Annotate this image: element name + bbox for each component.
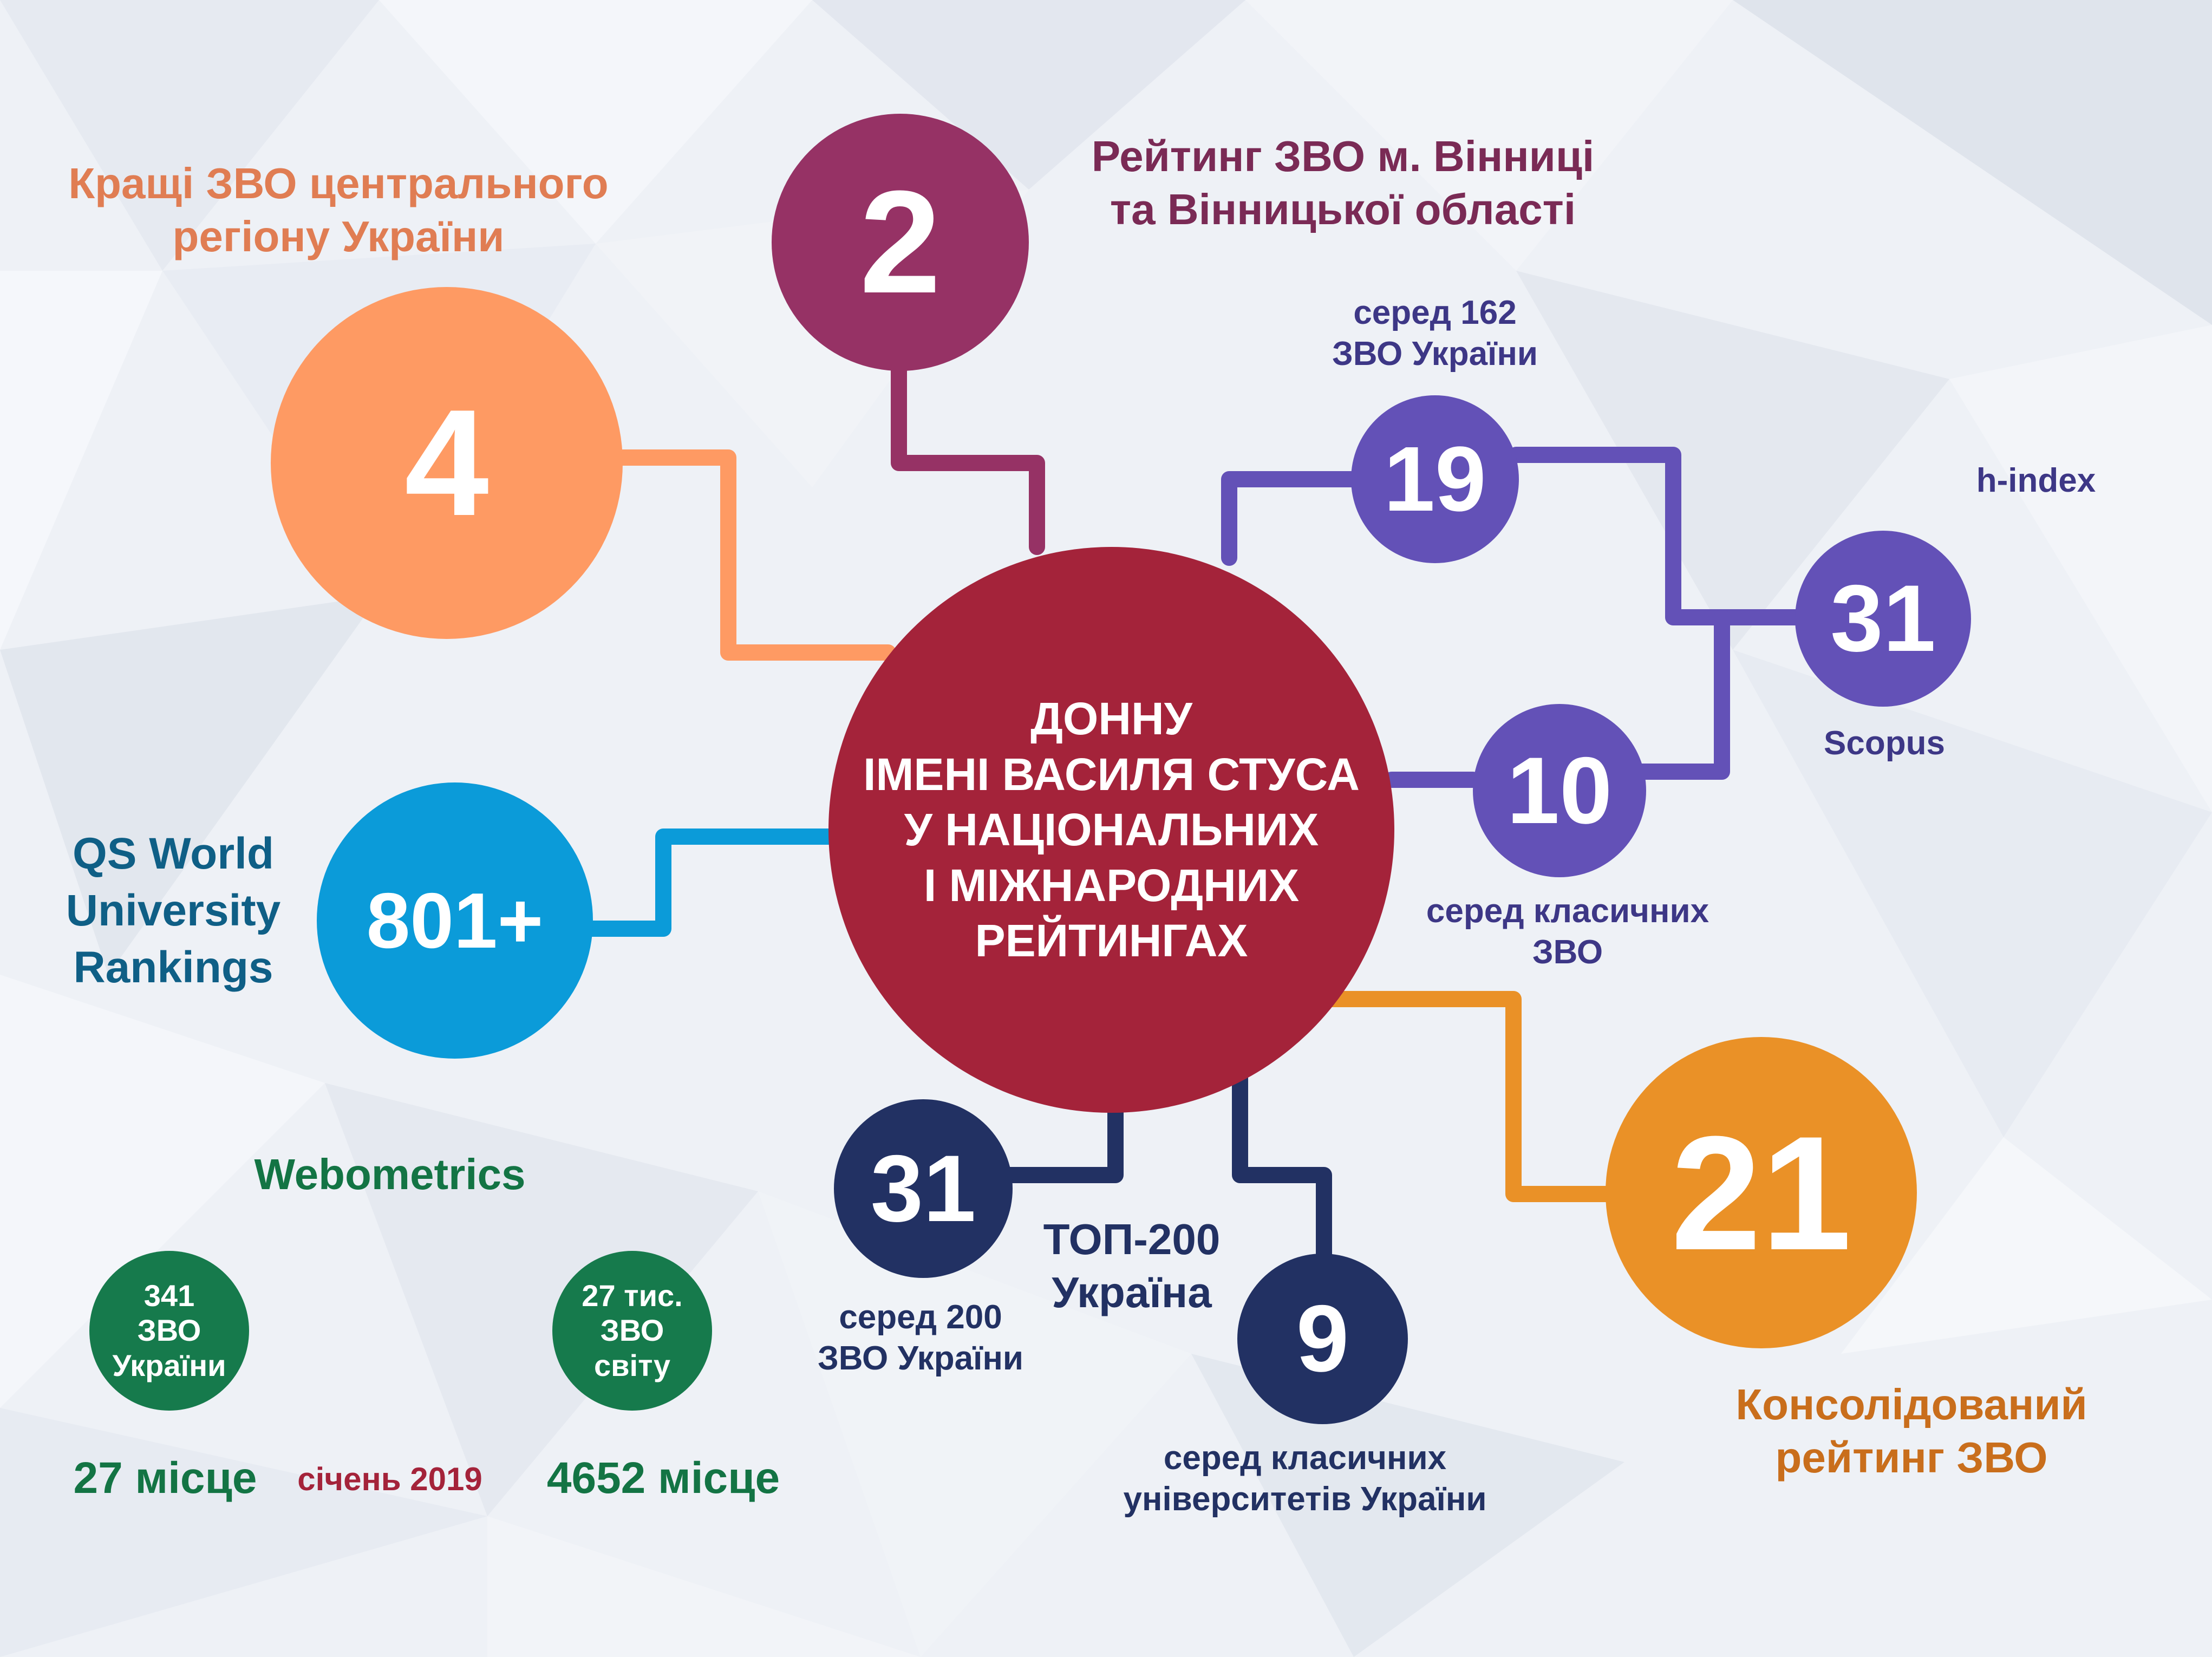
central-region-value: 4 <box>404 378 489 547</box>
consolidated-value: 21 <box>1671 1101 1852 1284</box>
center-line: ІМЕНІ ВАСИЛЯ СТУСА <box>863 748 1360 800</box>
top200-value: 31 <box>870 1136 976 1242</box>
webometrics-title: Webometrics <box>254 1150 526 1198</box>
vinnytsia-title: Рейтинг ЗВО м. Вінниці та Вінницької обл… <box>1091 132 1595 233</box>
center-line: І МІЖНАРОДНИХ <box>923 859 1300 911</box>
classic-univ-circle: 9 <box>1237 1254 1408 1424</box>
classic-zvo-circle: 10 <box>1473 704 1646 877</box>
scopus-value: 31 <box>1830 566 1936 671</box>
center-circle: ДОННУ ІМЕНІ ВАСИЛЯ СТУСА У НАЦІОНАЛЬНИХ … <box>828 547 1394 1113</box>
webometrics-date: січень 2019 <box>297 1461 482 1497</box>
classic-zvo-caption: серед класичних ЗВО <box>1426 892 1709 971</box>
connector-central-region <box>615 449 896 661</box>
webometrics-world-place: 4652 місце <box>546 1453 780 1503</box>
among-162-circle: 19 <box>1351 395 1519 563</box>
top200-title: ТОП-200 Україна <box>1043 1215 1221 1316</box>
vinnytsia-circle: 2 <box>772 114 1029 371</box>
webometrics-ukraine-circle: 341 ЗВО України <box>89 1251 249 1411</box>
center-line: ДОННУ <box>1030 693 1192 745</box>
consolidated-circle: 21 <box>1606 1037 1917 1348</box>
connector-classic-univ <box>1232 1053 1332 1275</box>
scopus-label: Scopus <box>1824 725 1945 762</box>
qs-title: QS World University Rankings <box>66 829 281 992</box>
connector-vinnytsia <box>891 349 1045 555</box>
connector-top200 <box>994 1080 1124 1183</box>
consolidated-title: Консолідований рейтинг ЗВО <box>1735 1380 2087 1482</box>
connector-qs <box>582 828 837 937</box>
scopus-circle: 31 <box>1795 531 1971 707</box>
top200-caption: серед 200 ЗВО України <box>817 1299 1024 1377</box>
connector-scopus-classic <box>1633 609 1730 780</box>
classic-zvo-value: 10 <box>1506 738 1613 844</box>
webometrics-ukraine-place: 27 місце <box>73 1453 257 1503</box>
top200-circle: 31 <box>834 1099 1013 1278</box>
connector-scopus <box>1508 447 1806 625</box>
center-line: У НАЦІОНАЛЬНИХ <box>904 804 1319 856</box>
classic-univ-value: 9 <box>1296 1286 1349 1392</box>
central-region-title: Кращі ЗВО центрального регіону України <box>68 159 609 260</box>
webometrics-world-circle: 27 тис. ЗВО світу <box>552 1251 712 1411</box>
center-line: РЕЙТИНГАХ <box>975 915 1248 967</box>
classic-univ-caption: серед класичних університетів України <box>1123 1439 1487 1518</box>
connector-among-162 <box>1221 471 1362 566</box>
qs-circle: 801+ <box>317 782 593 1059</box>
h-index-label: h-index <box>1976 462 2096 499</box>
among-162-caption: серед 162 ЗВО України <box>1332 294 1538 373</box>
vinnytsia-value: 2 <box>859 160 941 324</box>
central-region-circle: 4 <box>271 287 623 639</box>
qs-value: 801+ <box>366 876 544 964</box>
connector-consolidated <box>1302 991 1622 1202</box>
among-162-value: 19 <box>1384 428 1486 531</box>
